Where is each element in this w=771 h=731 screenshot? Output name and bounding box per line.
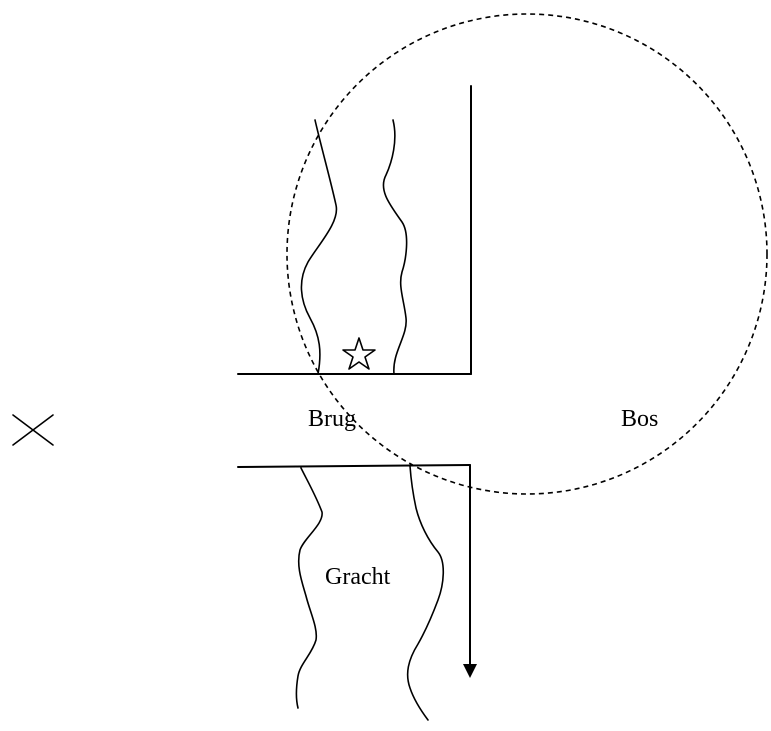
upper-canal-right-edge (382, 119, 408, 375)
lower-canal-left-edge (295, 467, 323, 709)
star-icon (342, 337, 376, 370)
bridge-label: Brug (308, 406, 356, 432)
canal-label: Gracht (325, 564, 391, 590)
upper-canal-left-edge (300, 119, 338, 375)
arrow-down-icon (463, 664, 477, 678)
forest-label: Bos (621, 406, 658, 432)
cross-icon (12, 414, 54, 446)
lower-canal-right-edge (406, 465, 445, 721)
lower-bank-horizontal-line (237, 464, 471, 468)
dashed-region-circle (286, 13, 768, 495)
